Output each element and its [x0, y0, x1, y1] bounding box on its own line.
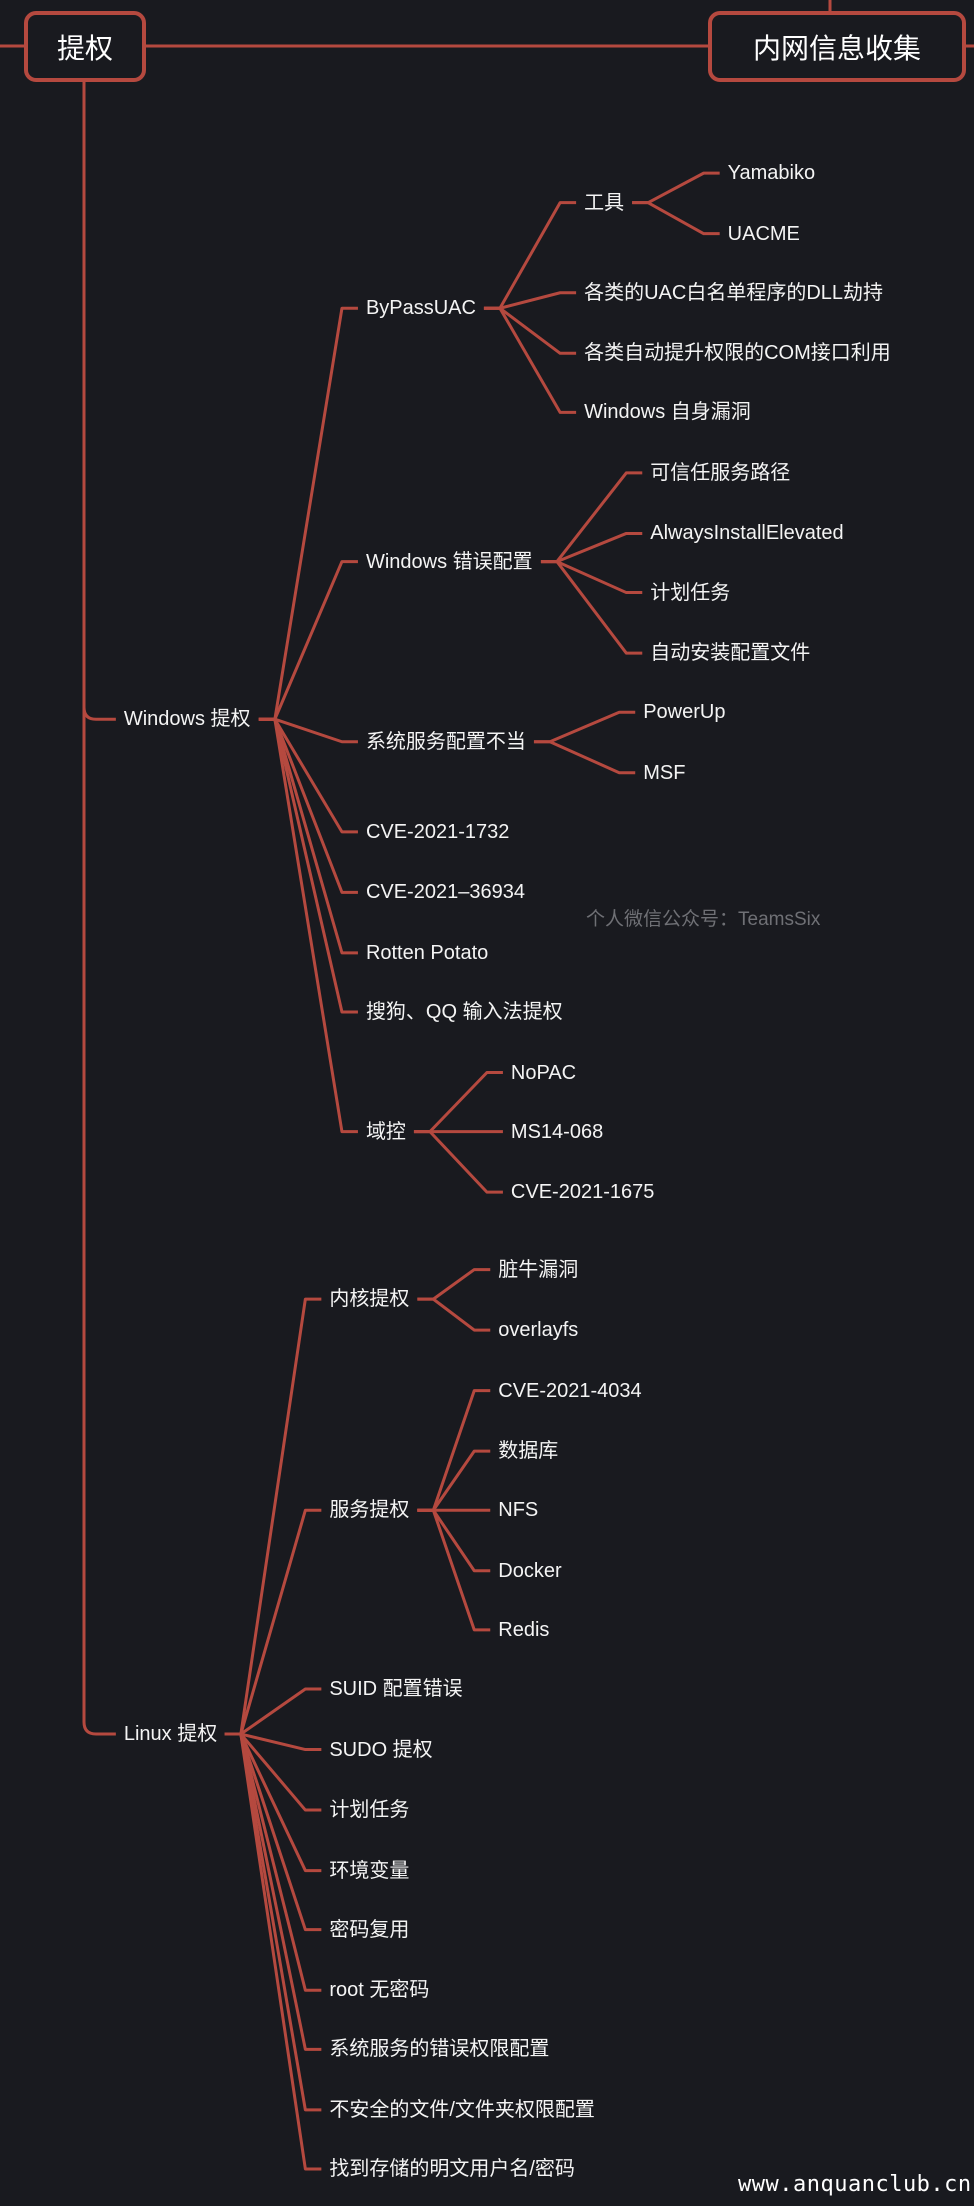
- mindmap-node[interactable]: Windows 错误配置: [365, 550, 533, 573]
- branch-line: [258, 717, 358, 744]
- branch-line: [224, 1732, 322, 1873]
- mindmap-node[interactable]: 数据库: [498, 1440, 559, 1463]
- mindmap-node[interactable]: Windows 自身漏洞: [584, 401, 751, 424]
- branch-line: [483, 306, 577, 414]
- mindmap-node[interactable]: Yamabiko: [727, 162, 816, 185]
- branch-line: [533, 710, 636, 744]
- branch-line: [632, 171, 720, 205]
- footer-site: www.anquanclub.cn: [738, 2172, 972, 2197]
- mindmap-node[interactable]: 自动安装配置文件: [650, 642, 811, 665]
- mindmap-node[interactable]: SUID 配置错误: [329, 1678, 463, 1700]
- mindmap-node[interactable]: 不安全的文件/文件夹权限配置: [329, 2098, 595, 2121]
- mindmap-node[interactable]: 内核提权: [329, 1288, 410, 1311]
- mindmap-node[interactable]: 系统服务的错误权限配置: [329, 2038, 550, 2061]
- branch-line: [540, 560, 643, 655]
- mindmap-node[interactable]: 各类自动提升权限的COM接口利用: [584, 342, 891, 365]
- mindmap-node[interactable]: ByPassUAC: [365, 297, 476, 320]
- branch-line: [224, 1732, 322, 1932]
- mindmap-node[interactable]: CVE-2021-1675: [510, 1181, 655, 1204]
- root-branch-line: [82, 82, 116, 721]
- branch-line: [540, 531, 643, 564]
- mindmap-node[interactable]: 搜狗、QQ 输入法提权: [365, 1000, 563, 1023]
- mindmap-node[interactable]: 工具: [584, 191, 625, 214]
- mindmap-node[interactable]: UACME: [727, 222, 800, 245]
- mindmap-node[interactable]: 系统服务配置不当: [365, 730, 526, 753]
- branch-line: [413, 1130, 503, 1194]
- mindmap-node[interactable]: 可信任服务路径: [650, 461, 791, 484]
- mindmap-node[interactable]: 环境变量: [329, 1859, 410, 1882]
- mindmap-node[interactable]: 找到存储的明文用户名/密码: [329, 2157, 575, 2180]
- root-node[interactable]: 提权: [24, 11, 146, 82]
- branch-line: [224, 1732, 322, 2112]
- branch-line: [258, 717, 358, 1134]
- mindmap-node[interactable]: MSF: [643, 761, 686, 784]
- mindmap-node[interactable]: SUDO 提权: [329, 1738, 433, 1761]
- branch-line: [417, 1268, 491, 1301]
- branch-line: [258, 717, 358, 1014]
- mindmap-node[interactable]: 密码复用: [329, 1918, 410, 1941]
- branch-line: [533, 740, 636, 775]
- mindmap-node[interactable]: MS14-068: [510, 1120, 604, 1143]
- branch-line: [224, 1732, 322, 2171]
- branch-line: [417, 1449, 491, 1512]
- branch-line: [224, 1732, 322, 1752]
- mindmap-node[interactable]: 域控: [365, 1120, 406, 1143]
- mindmap-node[interactable]: Docker: [498, 1559, 562, 1582]
- sibling-topic-node[interactable]: 内网信息收集: [708, 11, 966, 82]
- mindmap-node[interactable]: 脏牛漏洞: [498, 1258, 579, 1281]
- branch-line: [417, 1297, 491, 1332]
- branch-line: [224, 1732, 322, 1812]
- branch-line: [224, 1732, 322, 2051]
- mindmap-node[interactable]: CVE-2021–36934: [365, 881, 525, 904]
- branch-line: [413, 1071, 503, 1134]
- mindmap-node[interactable]: overlayfs: [498, 1319, 579, 1342]
- branch-line: [258, 560, 358, 721]
- branch-line: [483, 306, 577, 355]
- mindmap-node[interactable]: 计划任务: [329, 1799, 410, 1822]
- branch-line: [258, 717, 358, 834]
- branch-line: [417, 1508, 491, 1632]
- branch-line: [483, 291, 577, 310]
- mindmap-node[interactable]: Windows 提权: [123, 708, 251, 731]
- branch-line: [224, 1687, 322, 1736]
- mindmap-node[interactable]: NFS: [498, 1499, 539, 1522]
- branch-line: [224, 1297, 322, 1736]
- branch-line: [540, 560, 643, 595]
- mindmap-node[interactable]: 服务提权: [329, 1499, 410, 1522]
- branch-line: [224, 1508, 322, 1736]
- mindmap-node[interactable]: 计划任务: [650, 581, 731, 604]
- mindmap-node[interactable]: root 无密码: [329, 1979, 430, 2002]
- sibling-topic-label: 内网信息收集: [752, 32, 921, 64]
- mindmap-node[interactable]: CVE-2021-1732: [365, 820, 510, 843]
- root-branch-line: [82, 82, 116, 1736]
- mindmap-node[interactable]: PowerUp: [643, 701, 726, 724]
- mindmap-node[interactable]: NoPAC: [510, 1061, 577, 1084]
- mindmap-node[interactable]: Redis: [498, 1618, 550, 1641]
- mindmap-node[interactable]: CVE-2021-4034: [498, 1379, 642, 1402]
- mindmap-node[interactable]: Linux 提权: [123, 1723, 218, 1746]
- mindmap-node[interactable]: 各类的UAC白名单程序的DLL劫持: [584, 281, 884, 304]
- branch-line: [258, 306, 358, 721]
- mindmap-node[interactable]: AlwaysInstallElevated: [650, 522, 844, 545]
- mindmap-node[interactable]: Rotten Potato: [365, 941, 489, 964]
- branch-line: [417, 1508, 491, 1573]
- root-label: 提权: [56, 32, 113, 64]
- watermark: 个人微信公众号：TeamsSix: [586, 909, 821, 930]
- topic-link-line: [0, 0, 974, 48]
- branch-line: [632, 201, 720, 236]
